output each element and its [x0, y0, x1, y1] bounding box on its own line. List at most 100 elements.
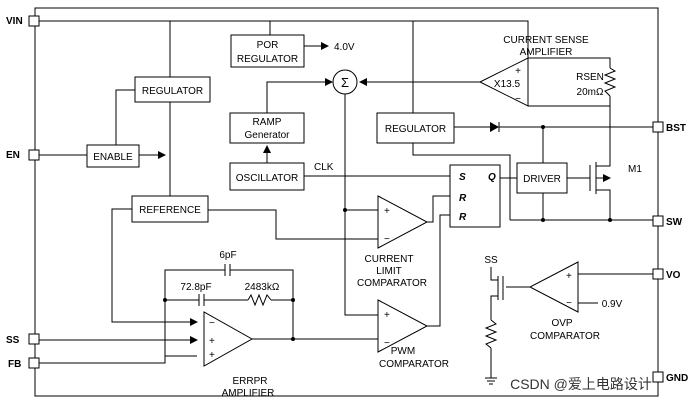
bootstrap-diode — [490, 122, 499, 132]
pin-fb: FB — [8, 357, 40, 370]
pwm-label-2: COMPARATOR — [379, 359, 449, 370]
csa-minus: − — [515, 94, 521, 105]
cap2-label: 72.8pF — [180, 282, 211, 293]
wire-rsen-top — [528, 57, 611, 68]
pwm-comparator — [377, 299, 429, 353]
climit-label-2: LIMIT — [376, 266, 402, 277]
ovp-resistor — [484, 319, 498, 349]
pin-sw: SW — [652, 215, 683, 228]
ovp-minus: − — [566, 298, 572, 309]
cap1-label: 6pF — [219, 250, 236, 261]
climit-plus: + — [384, 206, 390, 217]
err-plus-1: + — [209, 336, 215, 347]
ovp-plus: + — [566, 271, 572, 282]
err-label-2: AMPLIFIER — [222, 388, 275, 399]
climit-label-1: CURRENT — [365, 254, 414, 265]
oscillator-label: OSCILLATOR — [236, 173, 298, 184]
csa-plus: + — [515, 66, 521, 77]
por-label-1: POR — [257, 40, 279, 51]
ovp-ref-label: 0.9V — [602, 299, 623, 310]
res1-label: 2483kΩ — [245, 282, 280, 293]
m1-label: M1 — [628, 164, 642, 175]
pin-en: EN — [6, 149, 40, 161]
pin-bst-label: BST — [666, 123, 686, 134]
watermark: CSDN @爱上电路设计 — [510, 376, 652, 392]
wire-regulator-enable — [115, 89, 135, 145]
clk-label: CLK — [314, 162, 334, 173]
pwm-minus: − — [384, 338, 390, 349]
wire-reference-climit — [208, 209, 378, 240]
oscillator-block — [229, 162, 305, 191]
pin-vo: VO — [652, 268, 681, 281]
pin-sw-label: SW — [666, 217, 683, 228]
err-minus: − — [209, 318, 215, 329]
reference-label: REFERENCE — [139, 205, 201, 216]
csa-title-1: CURRENT SENSE — [503, 35, 589, 46]
ovp-comparator — [528, 261, 579, 313]
pwm-label-1: PWM — [391, 346, 415, 357]
wire-climit-latch — [427, 195, 450, 223]
pin-ss: SS — [6, 333, 40, 346]
capacitor-72pf — [198, 294, 205, 306]
latch-r2: R — [459, 212, 467, 223]
wire-sum-pwm — [344, 94, 378, 316]
wire-ovp-switch-bottom — [490, 295, 498, 320]
climit-label-3: COMPARATOR — [357, 278, 427, 289]
current-limit-comparator — [377, 195, 429, 249]
wire-vin-rsen — [413, 20, 529, 58]
wire-comp-cap1-right — [230, 269, 294, 339]
enable-label: ENABLE — [93, 152, 133, 163]
pin-ss-label: SS — [6, 335, 20, 346]
junction-comp-out — [291, 298, 295, 302]
err-label-1: ERRPR — [232, 376, 267, 387]
ground-symbol — [485, 377, 497, 385]
pin-ss-box — [28, 333, 40, 345]
wire-reference-erramp — [111, 208, 198, 326]
ramp-label-2: Generator — [244, 130, 290, 141]
por-out-label: 4.0V — [334, 42, 355, 53]
csa-gain-label: X13.5 — [494, 79, 521, 90]
error-amplifier — [203, 311, 254, 367]
latch-r1: R — [459, 193, 467, 204]
pin-en-label: EN — [6, 150, 20, 161]
ovp-label-2: COMPARATOR — [530, 331, 600, 342]
pin-bst-box — [652, 121, 664, 133]
m1-source — [596, 189, 611, 220]
ramp-label-1: RAMP — [253, 117, 282, 128]
pin-bst: BST — [652, 121, 686, 134]
wire-pwm-latch — [427, 214, 450, 327]
driver-label: DRIVER — [523, 174, 561, 185]
wire-fb-erramp — [39, 355, 197, 364]
wire-ramp-sum — [266, 78, 333, 113]
wire-sw-regulator — [412, 143, 511, 220]
csa-title-2: AMPLIFIER — [520, 47, 573, 58]
latch-q: Q — [488, 172, 496, 183]
pin-vin-box — [28, 15, 40, 27]
enable-block — [86, 144, 140, 168]
err-plus-2: + — [209, 350, 215, 361]
rsen-label-1: RSEN — [576, 72, 604, 83]
pin-sw-box — [652, 215, 664, 227]
pin-gnd-label: GND — [666, 373, 688, 384]
m1-drain — [596, 155, 611, 167]
pin-vin-label: VIN — [6, 16, 23, 27]
reference-block — [131, 195, 209, 223]
climit-minus: − — [384, 234, 390, 245]
capacitor-6pf — [224, 264, 231, 276]
pin-vo-box — [652, 268, 664, 280]
pin-fb-box — [28, 357, 40, 369]
wire-comp-cap1-left — [164, 269, 225, 356]
sum-symbol: Σ — [341, 75, 349, 90]
regulator-right-block — [376, 112, 455, 144]
rsen-resistor — [603, 67, 617, 97]
chip-outline — [34, 7, 659, 397]
ovp-label-1: OVP — [551, 318, 572, 329]
sr-latch-block — [449, 164, 501, 228]
pwm-plus: + — [384, 310, 390, 321]
por-label-2: REGULATOR — [237, 54, 298, 65]
vin-bus — [39, 20, 414, 113]
driver-block — [516, 162, 568, 194]
pin-gnd: GND — [652, 371, 688, 384]
regulator-left-label: REGULATOR — [142, 86, 203, 97]
